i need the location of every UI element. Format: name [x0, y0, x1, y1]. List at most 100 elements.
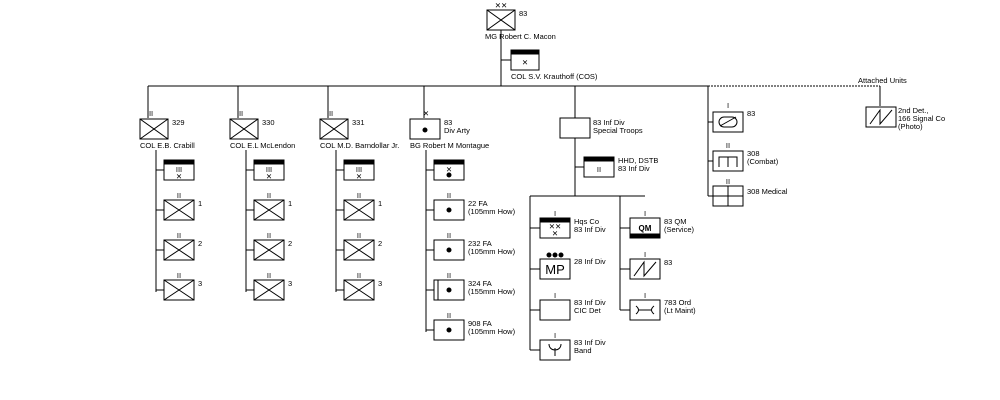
- attached-units-group: Attached Units 2nd Det., 166 Signal Co (…: [858, 76, 945, 131]
- battalion-number: 3: [198, 279, 202, 288]
- svg-text:✕: ✕: [552, 229, 558, 238]
- ordnance-label-1: 783 Ord: [664, 298, 691, 307]
- svg-text:✕: ✕: [176, 172, 182, 181]
- battalion-number: 2: [378, 239, 382, 248]
- fa-battalion-name: 22 FA: [468, 199, 488, 208]
- svg-text:I: I: [727, 101, 729, 110]
- svg-text:I: I: [644, 209, 646, 218]
- qm-symbol: QM: [639, 224, 652, 233]
- svg-text:III: III: [266, 165, 272, 174]
- engineer-label-1: 308: [747, 149, 760, 158]
- regiment-commander: COL E.L McLendon: [230, 141, 295, 150]
- mp-label: 28 Inf Div: [574, 257, 606, 266]
- regiment-commander: COL M.D. Barndollar Jr.: [320, 141, 399, 150]
- svg-text:II: II: [447, 311, 451, 320]
- svg-text:III: III: [356, 165, 362, 174]
- medical-label: 308 Medical: [747, 187, 788, 196]
- svg-text:✕: ✕: [266, 172, 272, 181]
- svg-text:I: I: [644, 291, 646, 300]
- hqs-label-1: Hqs Co: [574, 217, 599, 226]
- battalion-number: 1: [198, 199, 202, 208]
- special-troops: I 83 Inf Div Special Troops II HHD, DSTB…: [539, 109, 696, 361]
- attached-units-header: Attached Units: [858, 76, 907, 85]
- qm-label-1: 83 QM: [664, 217, 687, 226]
- signal-label: 83: [664, 258, 672, 267]
- cic-label-2: CIC Det: [574, 306, 602, 315]
- battalion-number: 3: [378, 279, 382, 288]
- band-label-1: 83 Inf Div: [574, 338, 606, 347]
- svg-text:II: II: [267, 271, 271, 280]
- qm-label-2: (Service): [664, 225, 695, 234]
- svg-text:I: I: [574, 109, 576, 118]
- separate-units: I 83 II 308 (Combat) II 308 Medical: [712, 101, 788, 207]
- signal-photo-label-2: 166 Signal Co: [898, 114, 945, 123]
- hhd-label-1: HHD, DSTB: [618, 156, 658, 165]
- division-hq-unit: ✕✕ 83 MG Robert C. Macon: [485, 1, 556, 41]
- svg-text:II: II: [447, 191, 451, 200]
- svg-text:II: II: [357, 231, 361, 240]
- hhd-label-2: 83 Inf Div: [618, 164, 650, 173]
- artillery-number: 83: [444, 118, 452, 127]
- hq-commander: COL S.V. Krauthoff (COS): [511, 72, 598, 81]
- division-artillery: ✕ 83 Div Arty BG Robert M Montague ✕ II …: [409, 109, 516, 341]
- svg-text:II: II: [447, 271, 451, 280]
- division-commander: MG Robert C. Macon: [485, 32, 556, 41]
- svg-text:III: III: [327, 109, 333, 118]
- svg-text:II: II: [267, 231, 271, 240]
- svg-text:II: II: [447, 231, 451, 240]
- division-echelon-xx: ✕✕: [495, 1, 508, 10]
- regiment-commander: COL E.B. Crabill: [140, 141, 195, 150]
- special-troops-line2: Special Troops: [593, 126, 643, 135]
- svg-text:I: I: [554, 331, 556, 340]
- regiment-number: 330: [262, 118, 275, 127]
- fa-battalion-name: 324 FA: [468, 279, 492, 288]
- svg-text:I: I: [554, 291, 556, 300]
- svg-text:II: II: [597, 165, 601, 174]
- fa-battalion-detail: (155mm How): [468, 287, 516, 296]
- svg-text:II: II: [267, 191, 271, 200]
- division-number: 83: [519, 9, 527, 18]
- svg-text:I: I: [644, 250, 646, 259]
- svg-text:II: II: [726, 177, 730, 186]
- mp-symbol: MP: [545, 262, 565, 277]
- svg-text:✕: ✕: [522, 58, 528, 67]
- svg-text:✕: ✕: [423, 109, 429, 118]
- battalion-number: 2: [198, 239, 202, 248]
- svg-text:II: II: [357, 271, 361, 280]
- svg-text:✕: ✕: [446, 165, 452, 174]
- cic-label-1: 83 Inf Div: [574, 298, 606, 307]
- svg-text:II: II: [177, 231, 181, 240]
- fa-battalion-detail: (105mm How): [468, 327, 516, 336]
- regiment-number: 329: [172, 118, 185, 127]
- svg-text:II: II: [357, 191, 361, 200]
- signal-photo-label-3: (Photo): [898, 122, 923, 131]
- special-troops-line1: 83 Inf Div: [593, 118, 625, 127]
- regiment-331: III 331 COL M.D. Barndollar Jr. III ✕ II…: [319, 109, 399, 301]
- band-label-2: Band: [574, 346, 592, 355]
- battalion-number: 1: [288, 199, 292, 208]
- svg-text:II: II: [726, 141, 730, 150]
- engineer-label-2: (Combat): [747, 157, 779, 166]
- regiment-330: III 330 COL E.L McLendon III ✕ II 1 II 2…: [229, 109, 295, 301]
- fa-battalion-name: 908 FA: [468, 319, 492, 328]
- tank-label: 83: [747, 109, 755, 118]
- svg-text:I: I: [554, 209, 556, 218]
- artillery-commander: BG Robert M Montague: [410, 141, 489, 150]
- svg-text:III: III: [176, 165, 182, 174]
- svg-text:II: II: [177, 271, 181, 280]
- division-hq-company-unit: ✕ COL S.V. Krauthoff (COS): [510, 49, 598, 81]
- fa-battalion-detail: (105mm How): [468, 207, 516, 216]
- regiment-number: 331: [352, 118, 365, 127]
- signal-photo-label-1: 2nd Det.,: [898, 106, 928, 115]
- svg-text:✕✕: ✕✕: [549, 222, 562, 231]
- svg-text:✕: ✕: [356, 172, 362, 181]
- svg-text:II: II: [177, 191, 181, 200]
- battalion-number: 3: [288, 279, 292, 288]
- svg-text:III: III: [147, 109, 153, 118]
- battalion-number: 1: [378, 199, 382, 208]
- svg-text:III: III: [237, 109, 243, 118]
- fa-battalion-detail: (105mm How): [468, 247, 516, 256]
- artillery-label: Div Arty: [444, 126, 470, 135]
- ordnance-label-2: (Lt Maint): [664, 306, 696, 315]
